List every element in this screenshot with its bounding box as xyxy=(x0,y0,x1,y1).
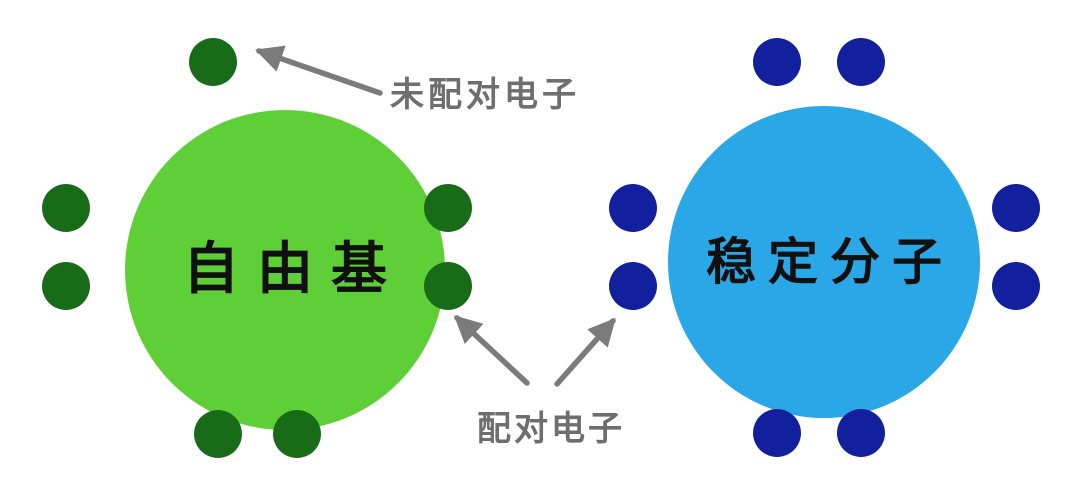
free-radical-electron-dot xyxy=(194,410,242,458)
paired-electron-arrow-left xyxy=(453,315,530,386)
free-radical-label: 自由基 xyxy=(183,237,405,302)
unpaired-electron-label: 未配对电子 xyxy=(390,75,580,115)
paired-electron-arrow-right xyxy=(554,317,616,387)
stable-molecule-label: 稳定分子 xyxy=(706,233,954,291)
free-radical-electron-dot xyxy=(424,262,472,310)
stable-molecule-electron-dot xyxy=(609,184,657,232)
free-radical-electron-dot xyxy=(424,184,472,232)
free-radical-electron-dot xyxy=(273,410,321,458)
free-radical-electron-dot xyxy=(189,38,237,86)
paired-electron-label: 配对电子 xyxy=(477,409,625,449)
stable-molecule-electron-dot xyxy=(837,409,885,457)
unpaired-electron-arrow xyxy=(255,45,383,96)
free-radical-electron-dot xyxy=(42,184,90,232)
stable-molecule-electron-dot xyxy=(837,38,885,86)
free-radical-electron-dot xyxy=(42,262,90,310)
stable-molecule-electron-dot xyxy=(992,262,1040,310)
stable-molecule-electron-dot xyxy=(609,262,657,310)
stable-molecule-electron-dot xyxy=(753,409,801,457)
stable-molecule-electron-dot xyxy=(753,38,801,86)
stable-molecule-electron-dot xyxy=(992,184,1040,232)
stable-molecule-circle: 稳定分子 xyxy=(668,106,980,418)
free-radical-circle: 自由基 xyxy=(125,110,445,430)
